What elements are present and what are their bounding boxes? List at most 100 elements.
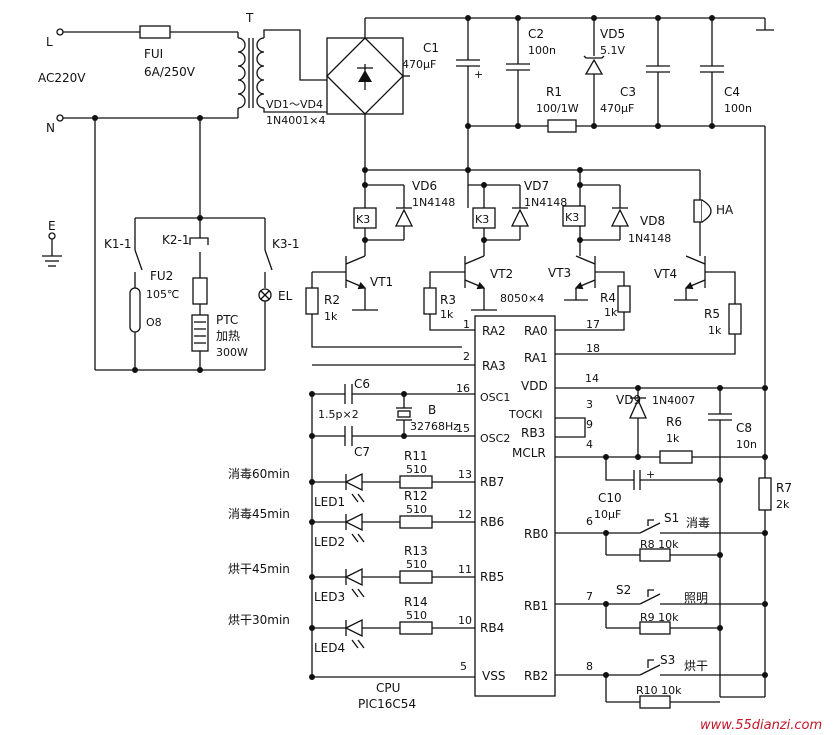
led-port-name: RB4 — [480, 621, 504, 635]
keys: S1 消毒 R8 10k S2 照明 R9 10k S3 烘干 — [555, 511, 768, 709]
vd5-value: 5.1V — [600, 44, 625, 57]
vd9-label: VD9 — [616, 393, 641, 407]
svg-text:VSS: VSS — [482, 669, 505, 683]
earth-label: E — [48, 219, 56, 233]
svg-text:3: 3 — [586, 398, 593, 411]
resistor-r14 — [399, 621, 433, 635]
svg-text:R9 10k: R9 10k — [640, 611, 679, 624]
reset-circuit: VD9 1N4007 R6 1k C8 10n + C10 10μF R7 2k — [594, 385, 792, 698]
svg-text:RA2: RA2 — [482, 324, 506, 338]
c4-value: 100n — [724, 102, 752, 115]
c10-value: 10μF — [594, 508, 621, 521]
fu1-label: FUI — [144, 47, 163, 61]
ac-voltage-label: AC220V — [38, 71, 86, 85]
ptc-label: PTC — [216, 313, 238, 327]
svg-text:5: 5 — [460, 660, 467, 673]
led-pin-number: 12 — [458, 508, 472, 521]
svg-text:R7: R7 — [776, 481, 792, 495]
c4-label: C4 — [724, 85, 740, 99]
cap-value: 1.5p×2 — [318, 408, 359, 421]
load-section: E K1-1 O8 K2-1 FU2 105℃ PTC 加热 300W — [42, 118, 299, 373]
led-label: LED3 — [314, 590, 345, 604]
buzzer-ha — [693, 199, 703, 223]
led-mode-label: 消毒45min — [228, 507, 290, 521]
ha-label: HA — [716, 203, 734, 217]
fuse-fu2 — [192, 277, 208, 305]
s3-label: S3 — [660, 653, 675, 667]
r1-label: R1 — [546, 85, 562, 99]
resistor-r1 — [547, 119, 577, 133]
svg-text:RB2: RB2 — [524, 669, 548, 683]
vt1-label: VT1 — [370, 275, 393, 289]
resistor-r11 — [399, 475, 433, 489]
svg-text:1: 1 — [463, 318, 470, 331]
vd9-value: 1N4007 — [652, 394, 695, 407]
c1-label: C1 — [423, 41, 439, 55]
svg-text:18: 18 — [586, 342, 600, 355]
pic16c54 — [474, 315, 556, 697]
s1-label: S1 — [664, 511, 679, 525]
svg-text:1k: 1k — [666, 432, 680, 445]
led-4 — [344, 618, 363, 638]
terminal-l-label: L — [46, 35, 53, 49]
crystal-b — [397, 410, 411, 418]
svg-text:MCLR: MCLR — [512, 446, 546, 460]
transistor-value: 8050×4 — [500, 292, 544, 305]
fu2-value: 105℃ — [146, 288, 179, 301]
svg-text:1k: 1k — [440, 308, 454, 321]
transformer-label: T — [245, 11, 254, 25]
svg-text:7: 7 — [586, 590, 593, 603]
svg-text:R10 10k: R10 10k — [636, 684, 682, 697]
svg-text:6: 6 — [586, 515, 593, 528]
bridge-rectifier: VD1～VD4 1N4001×4 — [266, 17, 765, 170]
svg-text:1k: 1k — [324, 310, 338, 323]
s1-name: 消毒 — [686, 516, 710, 530]
svg-text:15: 15 — [456, 422, 470, 435]
led-resistor-value: 510 — [406, 558, 427, 571]
svg-text:RB0: RB0 — [524, 527, 548, 541]
svg-text:K3: K3 — [356, 213, 370, 226]
led-resistor-label: R14 — [404, 595, 428, 609]
svg-text:K3: K3 — [475, 213, 489, 226]
svg-text:9: 9 — [586, 418, 593, 431]
svg-text:14: 14 — [585, 372, 599, 385]
vt2-label: VT2 — [490, 267, 513, 281]
led-resistor-value: 510 — [406, 503, 427, 516]
led-2 — [344, 512, 363, 532]
fu1-value: 6A/250V — [144, 65, 196, 79]
svg-text:R3: R3 — [440, 293, 456, 307]
driver-stage: K3 VD6 1N4148 VT1 R2 1k K3 — [305, 167, 742, 355]
svg-text:K3: K3 — [565, 211, 579, 224]
cpu-label: CPU — [376, 681, 400, 695]
c7-label: C7 — [354, 445, 370, 459]
led-resistor-label: R12 — [404, 489, 428, 503]
led-resistor-value: 510 — [406, 609, 427, 622]
mains-input: L N AC220V FUI 6A/250V — [38, 25, 238, 135]
svg-text:VDD: VDD — [521, 379, 548, 393]
vd8-value: 1N4148 — [628, 232, 671, 245]
vd8-label: VD8 — [640, 214, 665, 228]
k11-label: K1-1 — [104, 237, 131, 251]
svg-text:2: 2 — [463, 350, 470, 363]
resistor-r10 — [639, 695, 671, 709]
oscillator: C6 C7 1.5p×2 B 32768Hz — [309, 377, 475, 459]
svg-text:RA1: RA1 — [524, 351, 548, 365]
led-label: LED2 — [314, 535, 345, 549]
c8-value: 10n — [736, 438, 757, 451]
crystal-label: B — [428, 403, 436, 417]
led-1 — [344, 472, 363, 492]
r1-value: 100/1W — [536, 102, 579, 115]
led-label: LED4 — [314, 641, 345, 655]
fuse-fu1 — [139, 25, 171, 39]
vt3-label: VT3 — [548, 266, 571, 280]
led-port-name: RB5 — [480, 570, 504, 584]
led-resistor-value: 510 — [406, 463, 427, 476]
s3-name: 烘干 — [684, 659, 708, 673]
svg-text:8: 8 — [586, 660, 593, 673]
vd7-label: VD7 — [524, 179, 549, 193]
svg-text:1k: 1k — [708, 324, 722, 337]
o8-label: O8 — [146, 316, 162, 329]
k31-label: K3-1 — [272, 237, 299, 251]
led-3 — [344, 567, 363, 587]
svg-text:R4: R4 — [600, 291, 616, 305]
